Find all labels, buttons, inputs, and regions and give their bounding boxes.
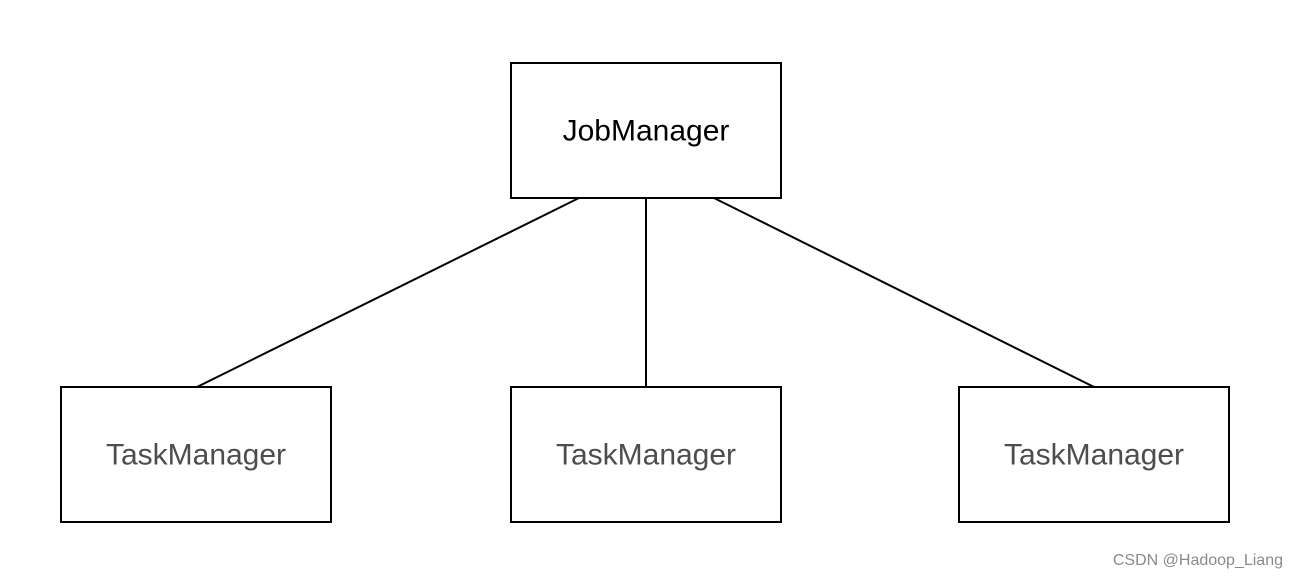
taskmanager-node-3: TaskManager: [958, 386, 1230, 523]
taskmanager-label-3: TaskManager: [1004, 439, 1184, 472]
taskmanager-label-1: TaskManager: [106, 439, 286, 472]
taskmanager-node-2: TaskManager: [510, 386, 782, 523]
taskmanager-label-2: TaskManager: [556, 439, 736, 472]
connector-root-worker-1: [196, 197, 580, 388]
jobmanager-box: [510, 62, 782, 199]
taskmanager-box-3: [958, 386, 1230, 523]
jobmanager-node: JobManager: [510, 62, 782, 199]
taskmanager-box-1: [60, 386, 332, 523]
taskmanager-node-1: TaskManager: [60, 386, 332, 523]
watermark: CSDN @Hadoop_Liang: [1112, 552, 1283, 569]
jobmanager-label: JobManager: [563, 115, 730, 148]
taskmanager-box-2: [510, 386, 782, 523]
connector-root-worker-3: [713, 197, 1095, 388]
